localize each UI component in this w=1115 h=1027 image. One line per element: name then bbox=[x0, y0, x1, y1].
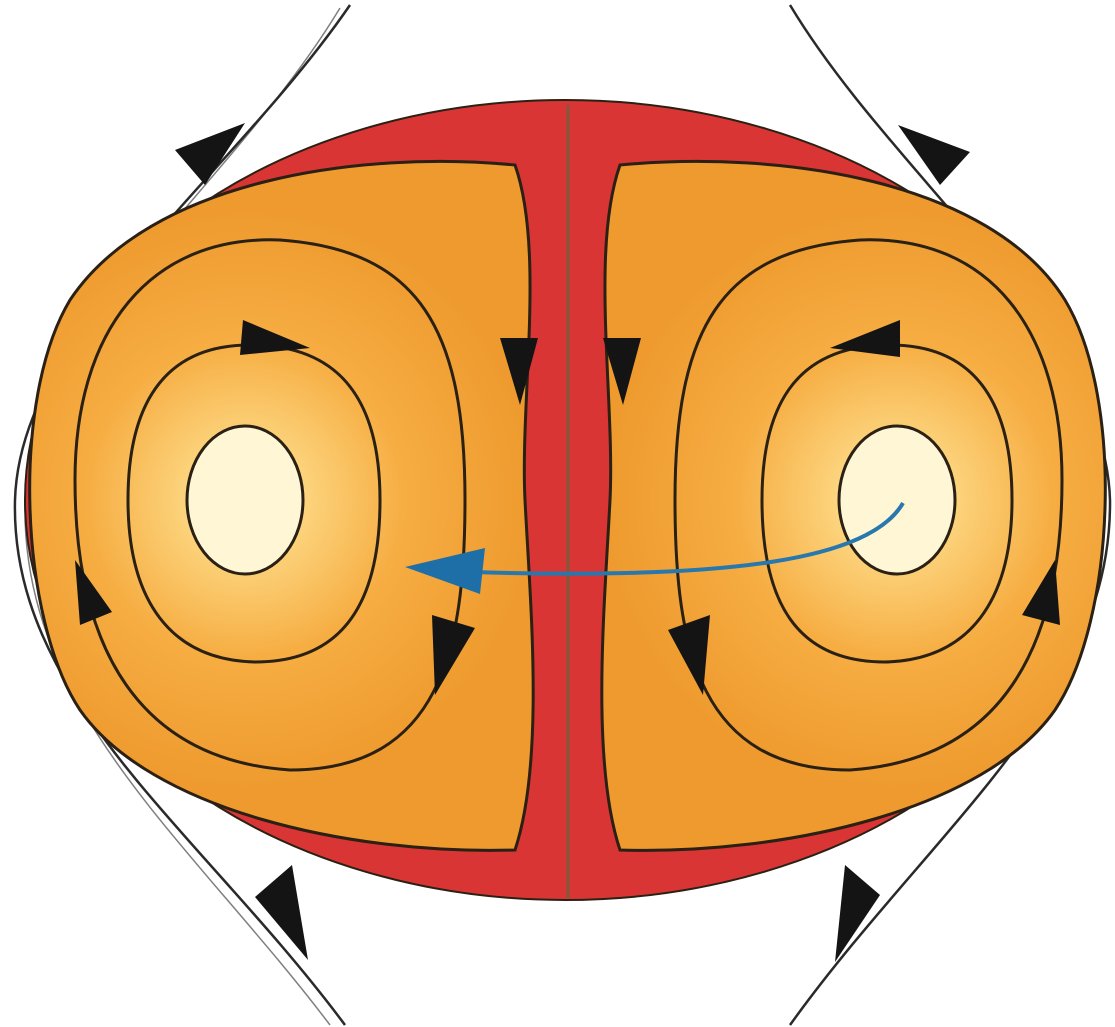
arrowhead-outer-right-bottom bbox=[835, 865, 880, 962]
right-vortex-core bbox=[839, 426, 955, 574]
arrowhead-outer-right-up bbox=[898, 125, 970, 185]
arrowhead-outer-left-up bbox=[175, 123, 245, 185]
right-vortex bbox=[602, 161, 1106, 850]
left-vortex-core bbox=[187, 426, 303, 574]
